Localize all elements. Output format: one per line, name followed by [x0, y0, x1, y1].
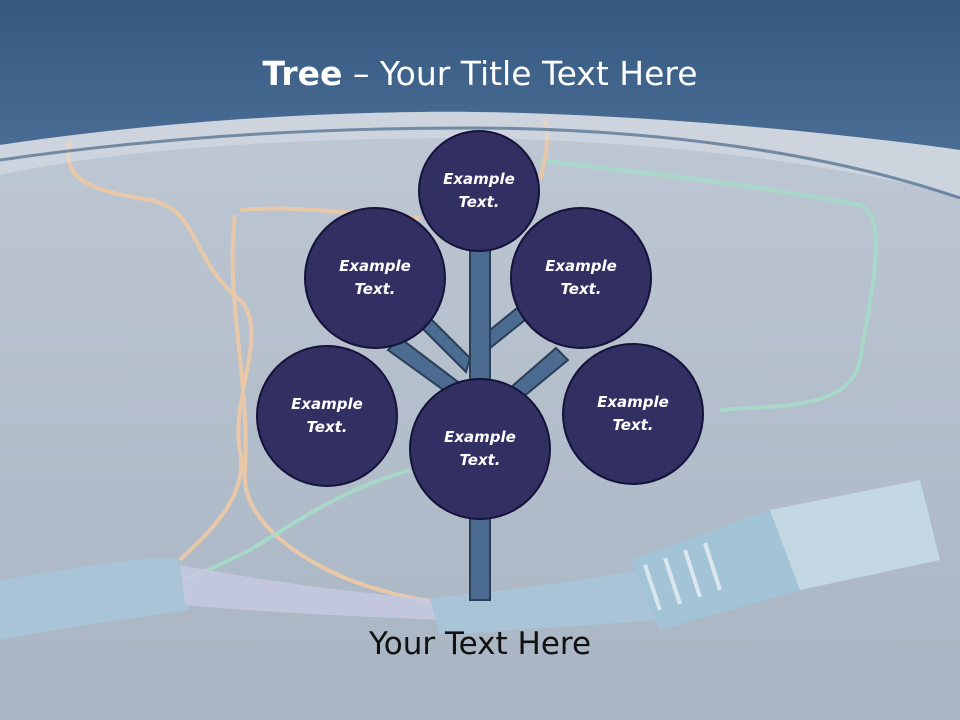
tree-node-label: Example Text.	[545, 257, 617, 298]
tree-node-label: Example Text.	[597, 393, 669, 434]
tree-node-label: Example Text.	[291, 395, 363, 436]
slide-title: Tree – Your Title Text Here	[0, 52, 960, 96]
title-rest: – Your Title Text Here	[342, 54, 698, 93]
title-bold: Tree	[262, 54, 343, 93]
tree-node-center[interactable]: Example Text.	[409, 378, 551, 520]
tree-node-lower-left[interactable]: Example Text.	[256, 345, 398, 487]
tree-caption: Your Text Here	[368, 626, 592, 662]
tree-node-upper-left[interactable]: Example Text.	[304, 207, 446, 349]
tree-node-label: Example Text.	[339, 257, 411, 298]
tree-node-label: Example Text.	[443, 170, 515, 211]
tree-node-top[interactable]: Example Text.	[418, 130, 540, 252]
tree-node-upper-right[interactable]: Example Text.	[510, 207, 652, 349]
tree-node-label: Example Text.	[444, 428, 516, 469]
tree-node-lower-right[interactable]: Example Text.	[562, 343, 704, 485]
